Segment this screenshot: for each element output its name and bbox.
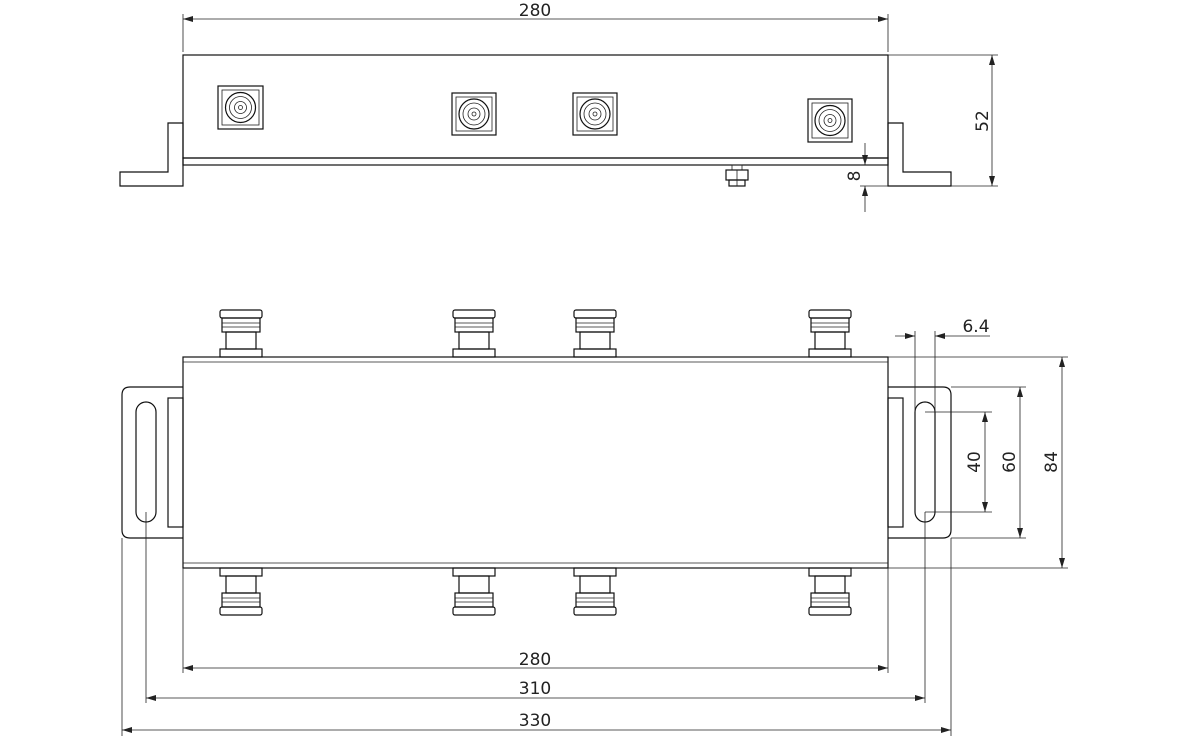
- right-mounting-bracket: [887, 386, 952, 539]
- bottom-connector-3: [573, 567, 617, 616]
- top-view-base-plate: [182, 157, 889, 166]
- slot-spacing-label: 310: [519, 679, 551, 699]
- top-height-dimension: 52: [888, 54, 998, 187]
- base-thickness-label: 8: [845, 171, 865, 182]
- top-view: 280 52 8: [119, 1, 998, 212]
- top-length-dimension: 280: [182, 1, 889, 52]
- connector-face-4: [807, 98, 853, 143]
- body-length-label: 280: [519, 650, 551, 670]
- overall-length-label: 330: [519, 711, 551, 731]
- body-height-dimension: 84: [888, 356, 1068, 569]
- bottom-connector-2: [452, 567, 496, 616]
- bracket-height-label: 60: [1000, 451, 1020, 473]
- ground-stud: [725, 164, 749, 187]
- top-view-right-bracket: [887, 122, 952, 187]
- bottom-connector-4: [808, 567, 852, 616]
- front-view: 6.4 40 60 84 280: [121, 309, 1068, 736]
- top-height-label: 52: [973, 110, 993, 132]
- left-mounting-bracket: [121, 386, 184, 539]
- connector-face-3: [572, 92, 618, 136]
- connector-face-1: [217, 85, 264, 130]
- body-height-label: 84: [1042, 451, 1062, 473]
- right-mounting-slot: [914, 401, 936, 523]
- slot-length-label: 40: [965, 451, 985, 473]
- top-length-label: 280: [519, 1, 551, 21]
- top-connector-3: [573, 309, 617, 358]
- top-connector-2: [452, 309, 496, 358]
- top-view-left-bracket: [119, 122, 184, 187]
- top-view-body: [182, 54, 889, 159]
- bracket-height-dimension: 60: [951, 386, 1026, 539]
- body-length-dimension: 280: [182, 568, 889, 673]
- top-connector-1: [219, 309, 263, 358]
- slot-width-dimension: 6.4: [895, 317, 990, 412]
- overall-length-dimension: 330: [121, 538, 952, 736]
- bottom-connector-1: [219, 567, 263, 616]
- connector-face-2: [451, 92, 497, 136]
- front-view-body: [182, 356, 889, 569]
- slot-width-label: 6.4: [962, 317, 989, 337]
- slot-length-dimension: 40: [925, 411, 992, 513]
- top-connector-4: [808, 309, 852, 358]
- left-mounting-slot: [135, 401, 157, 523]
- base-thickness-dimension: 8: [845, 143, 888, 212]
- slot-spacing-dimension: 310: [145, 512, 926, 703]
